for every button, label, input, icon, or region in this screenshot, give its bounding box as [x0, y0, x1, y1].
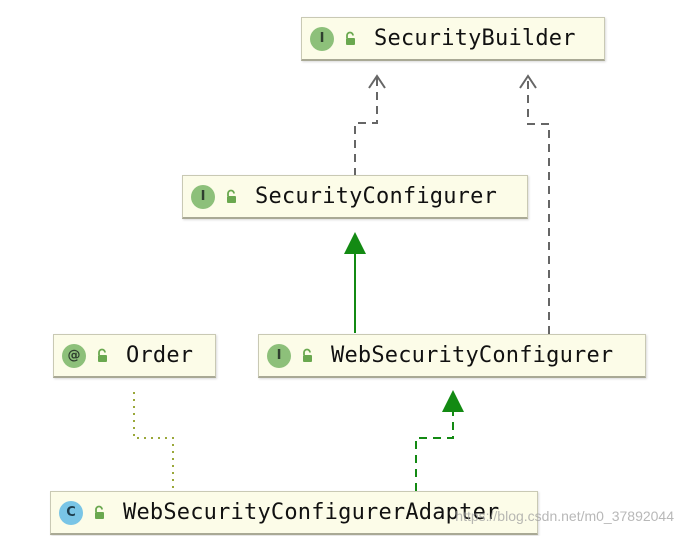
node-label: SecurityBuilder: [374, 26, 576, 51]
open-arrowhead-icon: [519, 74, 537, 89]
class-icon: C: [59, 500, 83, 525]
node-websecurityconfigureradapter[interactable]: C WebSecurityConfigurerAdapter: [50, 491, 538, 535]
open-arrowhead-icon: [368, 74, 386, 89]
lock-open-icon: [98, 348, 107, 362]
node-label: WebSecurityConfigurer: [331, 343, 614, 368]
lock-open-icon: [346, 31, 355, 45]
edge-adapter-order: [133, 392, 174, 491]
node-securityconfigurer[interactable]: I SecurityConfigurer: [182, 175, 528, 219]
edge-adapter-websecurityconfigurer: [415, 412, 454, 491]
node-label: Order: [126, 343, 194, 368]
node-label: WebSecurityConfigurerAdapter: [123, 500, 500, 525]
interface-icon: I: [310, 26, 334, 51]
node-securitybuilder[interactable]: I SecurityBuilder: [301, 17, 605, 61]
lock-open-icon: [95, 505, 104, 519]
filled-arrowhead-icon: [442, 390, 464, 412]
node-label: SecurityConfigurer: [255, 184, 498, 209]
node-websecurityconfigurer[interactable]: I WebSecurityConfigurer: [258, 334, 646, 378]
interface-icon: I: [267, 343, 291, 368]
lock-open-icon: [303, 348, 312, 362]
filled-arrowhead-icon: [344, 232, 366, 254]
node-order[interactable]: @ Order: [53, 334, 216, 378]
interface-icon: I: [191, 184, 215, 209]
edge-securityconfigurer-securitybuilder: [354, 76, 378, 176]
edge-websecurityconfigurer-securitybuilder: [527, 76, 550, 334]
annotation-icon: @: [62, 343, 86, 368]
watermark: https://blog.csdn.net/m0_37892044: [455, 508, 674, 524]
lock-open-icon: [227, 189, 236, 203]
